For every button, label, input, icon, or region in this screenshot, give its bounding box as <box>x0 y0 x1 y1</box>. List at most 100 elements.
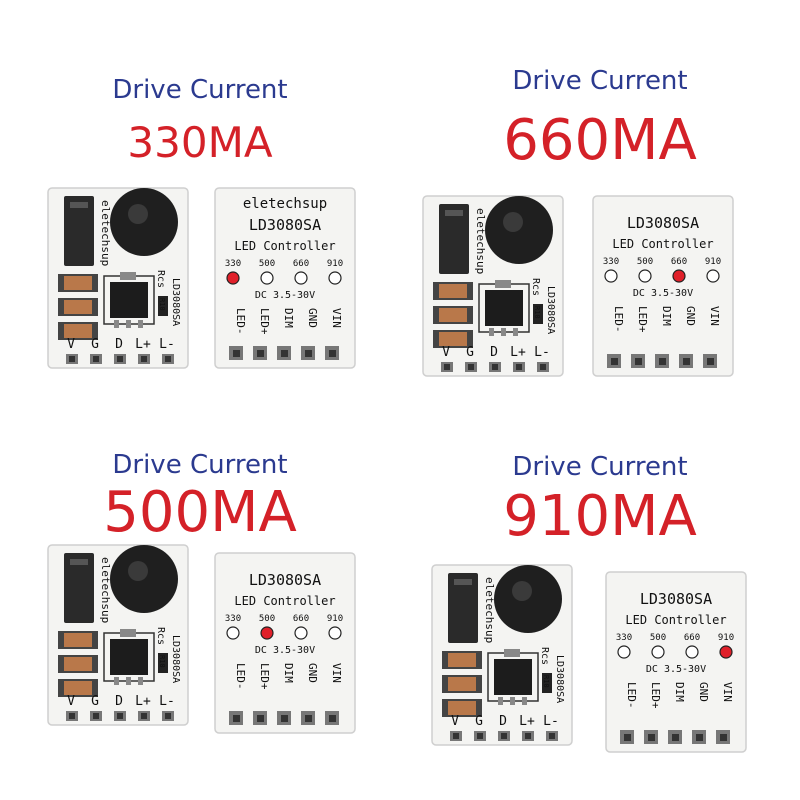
driver-ic <box>494 659 532 695</box>
inductor-highlight <box>128 204 148 224</box>
ic-pin <box>138 677 143 685</box>
drive-current-heading: Drive Current <box>512 452 688 482</box>
resistor-label: R10 <box>533 306 541 319</box>
pin-hole <box>683 358 690 365</box>
ic-pin <box>489 328 494 336</box>
pin-hole <box>329 715 336 722</box>
pin-label: V <box>442 345 450 360</box>
pin-label: VIN <box>330 663 343 683</box>
rcs-label: Rcs <box>539 647 550 665</box>
voltage-label: DC 3.5-30V <box>633 288 693 299</box>
ic-pin <box>513 328 518 336</box>
drive-current-heading: Drive Current <box>112 450 288 480</box>
ic-pin <box>498 697 503 705</box>
ic-pin <box>522 697 527 705</box>
front-pcb <box>214 187 356 369</box>
pin-label: LED+ <box>258 663 271 690</box>
pin-label: DIM <box>673 682 686 702</box>
voltage-label: DC 3.5-30V <box>255 645 315 656</box>
pin-hole <box>141 713 147 719</box>
ic-tab <box>120 629 136 637</box>
regulator-tab <box>454 579 472 585</box>
regulator-chip <box>439 204 469 274</box>
current-option-dot <box>226 626 240 640</box>
selected-current-dot <box>719 645 733 659</box>
front-model: LD3080SA <box>627 214 699 232</box>
pin-hole <box>672 734 679 741</box>
current-option-label: 910 <box>327 259 343 269</box>
pin-label: VIN <box>721 682 734 702</box>
pin-hole <box>696 734 703 741</box>
ic-tab <box>504 649 520 657</box>
pin-hole <box>257 715 264 722</box>
pin-hole <box>329 350 336 357</box>
current-option-dot <box>617 645 631 659</box>
ic-pin <box>114 320 119 328</box>
ic-pin <box>138 320 143 328</box>
current-option-dot <box>294 626 308 640</box>
pin-hole <box>257 350 264 357</box>
capacitor <box>64 657 92 671</box>
current-option-label: 330 <box>616 633 632 643</box>
current-option-label: 660 <box>293 259 309 269</box>
vertical-brand: eletechsup <box>483 577 496 643</box>
pin-label: L+ <box>510 345 526 360</box>
pin-label: G <box>91 694 99 709</box>
pin-label: DIM <box>660 306 673 326</box>
pin-label: L- <box>159 694 175 709</box>
pin-hole <box>525 733 531 739</box>
pin-hole <box>165 713 171 719</box>
front-subtitle: LED Controller <box>234 239 335 253</box>
capacitor <box>439 308 467 322</box>
inductor-highlight <box>503 212 523 232</box>
capacitor <box>64 633 92 647</box>
drive-current-value: 500MA <box>103 480 297 545</box>
current-option-label: 330 <box>603 257 619 267</box>
current-option-label: 500 <box>259 614 275 624</box>
ic-pin <box>126 677 131 685</box>
resistor-label: R10 <box>158 298 166 311</box>
resistor <box>542 673 552 693</box>
front-model: LD3080SA <box>249 571 321 589</box>
pin-hole <box>453 733 459 739</box>
front-subtitle: LED Controller <box>612 237 713 251</box>
pin-hole <box>69 356 75 362</box>
current-option-dot <box>706 269 720 283</box>
pin-hole <box>707 358 714 365</box>
current-option-label: 910 <box>718 633 734 643</box>
drive-current-heading: Drive Current <box>112 75 288 105</box>
current-option-label: 500 <box>259 259 275 269</box>
pin-label: VIN <box>708 306 721 326</box>
current-option-label: 500 <box>650 633 666 643</box>
pin-hole <box>281 350 288 357</box>
pin-hole <box>611 358 618 365</box>
current-option-dot <box>638 269 652 283</box>
pin-label: GND <box>684 306 697 326</box>
current-option-label: 660 <box>684 633 700 643</box>
pin-hole <box>624 734 631 741</box>
rcs-label: Rcs <box>530 278 541 296</box>
regulator-chip <box>64 196 94 266</box>
pin-label: G <box>466 345 474 360</box>
front-model: LD3080SA <box>640 590 712 608</box>
pin-hole <box>117 713 123 719</box>
front-pcb <box>605 571 747 753</box>
regulator-chip <box>448 573 478 643</box>
pin-hole <box>93 356 99 362</box>
capacitor <box>448 677 476 691</box>
regulator-tab <box>70 559 88 565</box>
front-model: LD3080SA <box>249 216 321 234</box>
brand-label: eletechsup <box>243 196 327 212</box>
capacitor <box>64 681 92 695</box>
regulator-tab <box>445 210 463 216</box>
pin-label: D <box>490 345 498 360</box>
front-subtitle: LED Controller <box>625 613 726 627</box>
current-option-dot <box>685 645 699 659</box>
selected-current-dot <box>226 271 240 285</box>
capacitor <box>448 653 476 667</box>
pin-hole <box>305 350 312 357</box>
